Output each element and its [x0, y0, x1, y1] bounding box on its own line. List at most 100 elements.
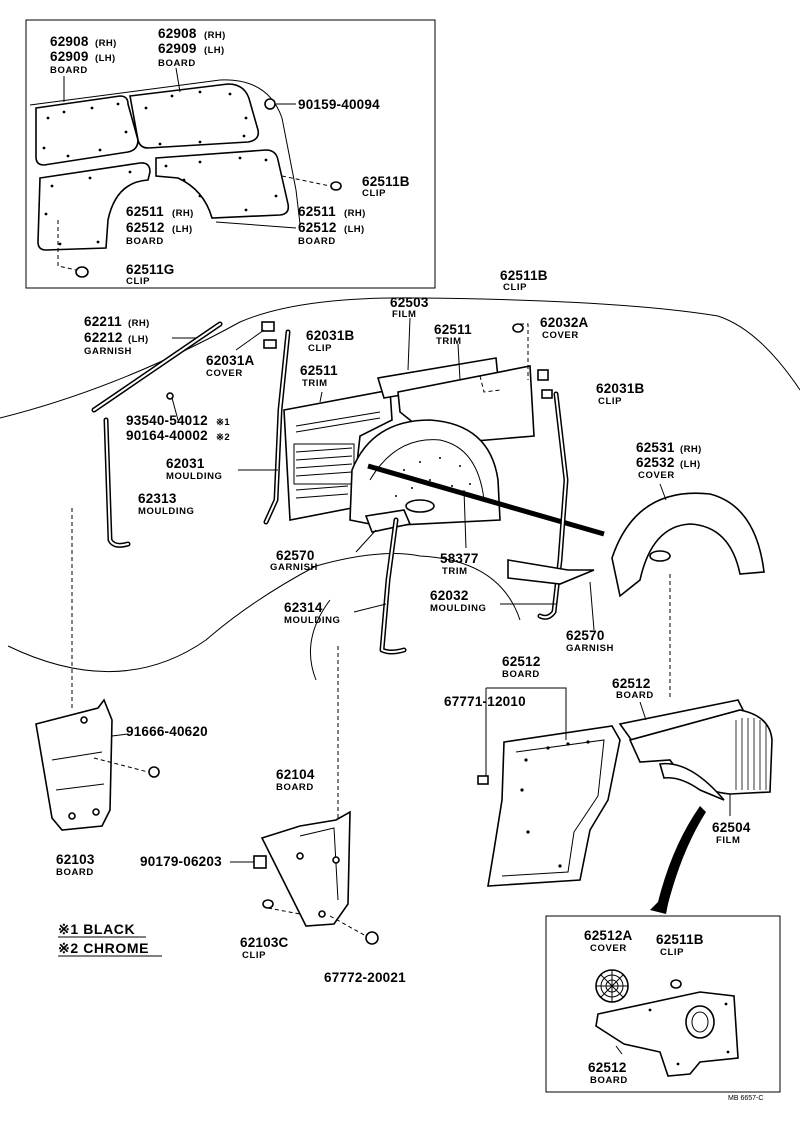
board-screw-dots — [42, 90, 278, 246]
svg-text:(RH): (RH) — [680, 444, 702, 455]
svg-text:FILM: FILM — [716, 835, 741, 846]
callout-62031B-left: 62031B — [306, 328, 355, 343]
screw-90159 — [264, 98, 276, 110]
svg-text:CLIP: CLIP — [660, 947, 684, 958]
callout-62511B-inset: 62511B — [362, 174, 410, 189]
board-62104 — [260, 810, 351, 927]
reference-code: MB 6657-C — [728, 1095, 763, 1102]
callout-62512-inset-left: 62512 — [126, 220, 165, 235]
svg-text:MOULDING: MOULDING — [138, 506, 195, 517]
callout-62511G: 62511G — [126, 262, 175, 277]
inset-roof-outline — [29, 79, 301, 225]
garnish-62570-right — [507, 559, 595, 585]
svg-text:(RH): (RH) — [128, 318, 150, 329]
leader-62512-right — [215, 221, 297, 229]
callout-62211: 62211 — [84, 314, 122, 329]
svg-text:BOARD: BOARD — [616, 690, 654, 701]
svg-text:※1: ※1 — [216, 417, 230, 428]
callout-62504: 62504 — [712, 820, 751, 835]
cover-62031A — [261, 321, 275, 332]
callout-90159: 90159-40094 — [298, 97, 380, 112]
svg-text:CLIP: CLIP — [362, 188, 386, 199]
callout-67771: 67771-12010 — [444, 694, 526, 709]
callouts: 62908 (RH) 62909 (LH) BOARD 62908 (RH) 6… — [50, 26, 763, 1102]
board-upper-right — [129, 83, 260, 149]
callout-62511-trim-lower: 62511 — [300, 363, 338, 378]
svg-text:MOULDING: MOULDING — [284, 615, 341, 626]
clip-62031B-right — [541, 389, 553, 399]
svg-text:(LH): (LH) — [204, 45, 225, 56]
callout-62570-right: 62570 — [566, 628, 605, 643]
callout-62031: 62031 — [166, 456, 205, 471]
callout-62909-mid-num: 62909 — [158, 41, 197, 56]
callout-62512-detail: 62512 — [588, 1060, 627, 1075]
leader-62908-mid — [175, 67, 181, 93]
callout-62103C: 62103C — [240, 935, 289, 950]
svg-text:CLIP: CLIP — [308, 343, 332, 354]
board-62512-mid — [487, 725, 621, 887]
detail-arrow — [650, 806, 706, 914]
svg-text:COVER: COVER — [638, 470, 675, 481]
callout-62511-trim-upper: 62511 — [434, 322, 472, 337]
legend-black: ※1 BLACK — [58, 921, 135, 937]
board-62103 — [35, 698, 113, 831]
lower-parts — [35, 687, 773, 945]
svg-text:※2: ※2 — [216, 432, 230, 443]
svg-text:GARNISH: GARNISH — [84, 346, 132, 357]
svg-text:BOARD: BOARD — [56, 867, 94, 878]
svg-text:(RH): (RH) — [95, 38, 117, 49]
svg-text:GARNISH: GARNISH — [566, 643, 614, 654]
cover-62531 — [611, 492, 765, 598]
svg-text:TRIM: TRIM — [302, 378, 328, 389]
svg-text:CLIP: CLIP — [598, 396, 622, 407]
callout-93540: 93540-54012 — [126, 413, 208, 428]
callout-91666: 91666-40620 — [126, 724, 208, 739]
svg-text:(LH): (LH) — [128, 334, 149, 345]
lower-body-line — [7, 553, 521, 673]
svg-text:COVER: COVER — [590, 943, 627, 954]
callout-62031A: 62031A — [206, 353, 255, 368]
svg-text:MOULDING: MOULDING — [166, 471, 223, 482]
clip-62511B-top — [512, 323, 524, 333]
callout-62512-board-mid: 62512 — [502, 654, 541, 669]
detail-frame — [545, 915, 781, 1093]
nut-90179 — [253, 855, 267, 869]
svg-text:MOULDING: MOULDING — [430, 603, 487, 614]
clip-62031B-left — [263, 339, 277, 349]
svg-text:BOARD: BOARD — [158, 58, 196, 69]
callout-62313: 62313 — [138, 491, 177, 506]
svg-text:CLIP: CLIP — [126, 276, 150, 287]
svg-text:TRIM: TRIM — [442, 566, 468, 577]
callout-62512-inset-right: 62512 — [298, 220, 337, 235]
svg-text:(LH): (LH) — [680, 459, 701, 470]
callout-62908-left-num: 62908 — [50, 34, 89, 49]
legend-chrome: ※2 CHROME — [58, 940, 149, 956]
callout-58377: 58377 — [440, 551, 479, 566]
svg-text:(RH): (RH) — [204, 30, 226, 41]
svg-text:BOARD: BOARD — [126, 236, 164, 247]
roof-line — [0, 297, 800, 419]
callout-67772: 67772-20021 — [324, 970, 406, 985]
board-lower-right — [155, 149, 290, 219]
screw-91666 — [148, 766, 160, 778]
callout-62103: 62103 — [56, 852, 95, 867]
rear-panel-inset — [25, 19, 436, 289]
callout-90164: 90164-40002 — [126, 428, 208, 443]
callout-62031B-right: 62031B — [596, 381, 645, 396]
callout-62032A: 62032A — [540, 315, 589, 330]
svg-text:BOARD: BOARD — [50, 65, 88, 76]
svg-text:(RH): (RH) — [344, 208, 366, 219]
clip-62103C — [262, 899, 274, 909]
svg-text:COVER: COVER — [542, 330, 579, 341]
screw-93540 — [171, 397, 179, 421]
svg-text:TRIM: TRIM — [436, 336, 462, 347]
svg-text:(LH): (LH) — [344, 224, 365, 235]
clip-62511B-inset — [330, 181, 342, 191]
arch-line — [310, 599, 331, 681]
svg-text:BOARD: BOARD — [590, 1075, 628, 1086]
cover-62032A — [537, 369, 549, 381]
callout-62104: 62104 — [276, 767, 315, 782]
svg-text:(LH): (LH) — [172, 224, 193, 235]
